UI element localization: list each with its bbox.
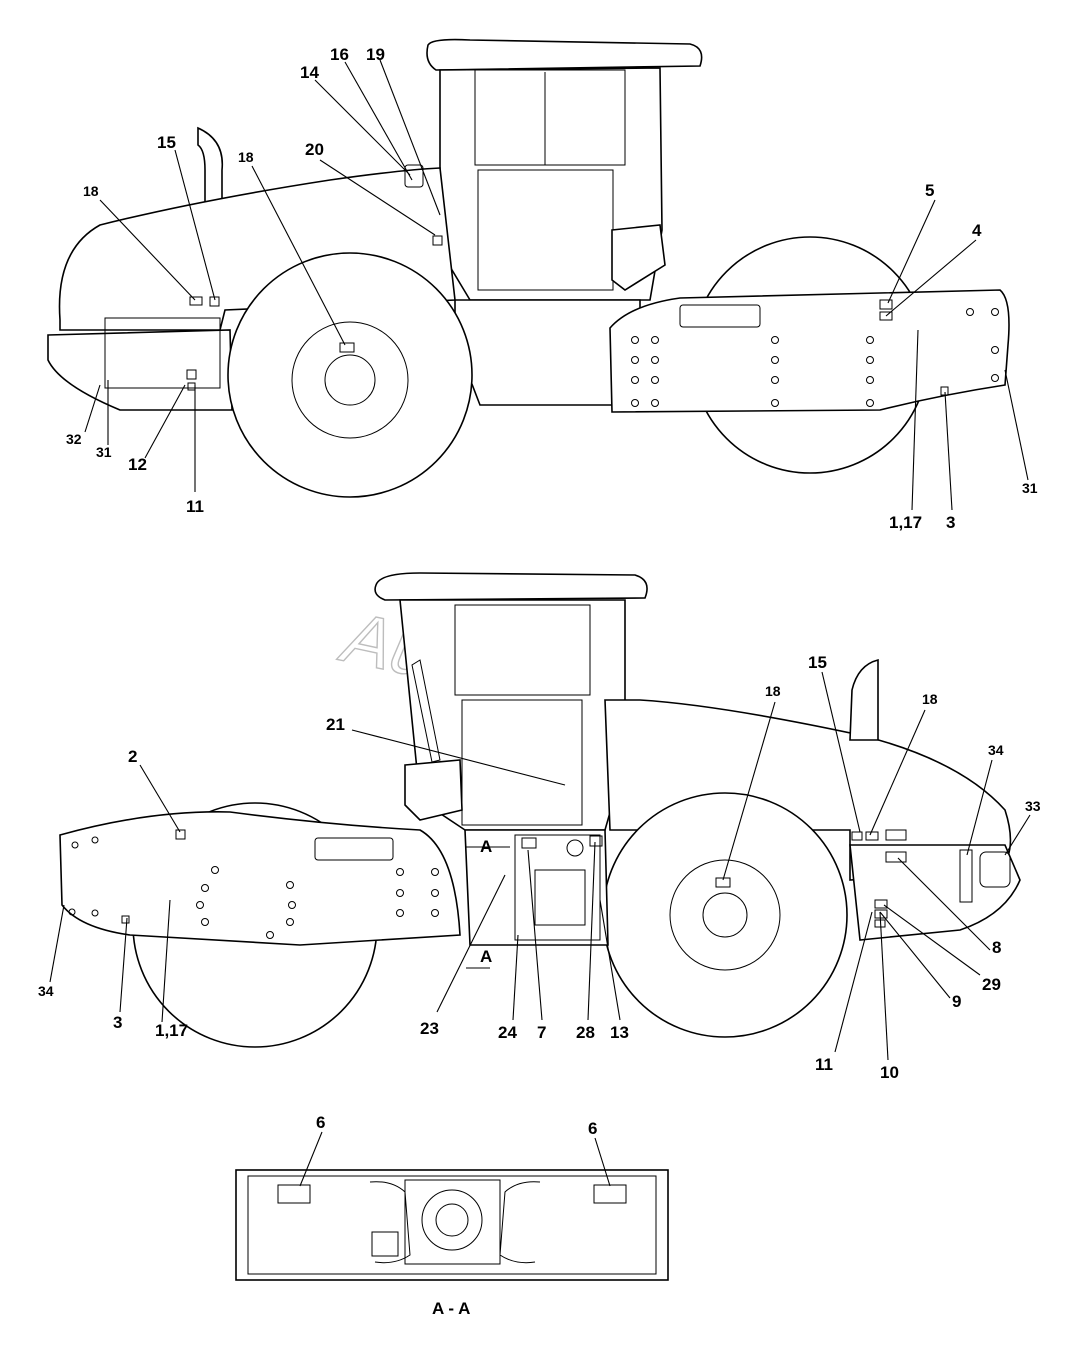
decal-left — [277, 1184, 311, 1204]
frame-bolt-pattern — [68, 836, 439, 939]
cab-upper-window — [454, 604, 591, 696]
callout-29: 29 — [982, 975, 1001, 994]
callout-11: 11 — [815, 1055, 833, 1074]
center-mount — [404, 1179, 501, 1265]
callout-8: 8 — [992, 938, 1001, 957]
callout-7: 7 — [537, 1023, 546, 1042]
callout-20: 20 — [305, 140, 324, 159]
callout-31: 31 — [96, 444, 112, 460]
small-block — [371, 1231, 399, 1257]
rear-frame — [849, 844, 1021, 941]
center-flange — [421, 1189, 483, 1251]
exhaust-stack — [849, 658, 879, 741]
callout-3: 3 — [946, 513, 955, 532]
cab-door-window — [461, 699, 583, 826]
callout-28: 28 — [576, 1023, 595, 1042]
left-bracket — [369, 1181, 411, 1264]
cab-side-box — [404, 759, 463, 821]
step-panel — [514, 834, 601, 941]
callout-32: 32 — [66, 431, 82, 447]
section-a-a-view — [235, 1131, 669, 1281]
callout-9: 9 — [952, 992, 961, 1011]
rear-wheel-hub — [702, 892, 748, 938]
right-bracket — [499, 1181, 541, 1264]
rear-light — [979, 851, 1011, 888]
callout-34: 34 — [38, 983, 54, 999]
cab-mirror — [411, 659, 441, 763]
center-bore — [435, 1203, 469, 1237]
callout-3: 3 — [113, 1013, 122, 1032]
callout-15: 15 — [157, 133, 176, 152]
callout-6: 6 — [588, 1119, 597, 1138]
rear-wheel-rim — [669, 859, 781, 971]
cab-roof — [374, 572, 648, 601]
callout-23: 23 — [420, 1019, 439, 1038]
cab-side-box — [611, 224, 666, 291]
section-marker-lower: A — [480, 947, 492, 966]
rear-wheel-rim — [291, 321, 409, 439]
callout-10: 10 — [880, 1063, 899, 1082]
callout-16: 16 — [330, 45, 349, 64]
callout-12: 12 — [128, 455, 147, 474]
drum-frame — [609, 289, 1010, 413]
section-callouts: 6 6 A - A — [316, 1113, 597, 1318]
section-frame-inner — [247, 1175, 657, 1275]
callout-19: 19 — [366, 45, 385, 64]
callout-24: 24 — [498, 1023, 517, 1042]
step-opening — [534, 869, 586, 926]
frame-bolt-pattern — [631, 308, 999, 407]
callout-13: 13 — [610, 1023, 629, 1042]
top-callouts: 16 19 14 15 18 20 18 5 4 32 31 12 11 31 … — [66, 45, 1038, 532]
callout-18: 18 — [765, 683, 781, 699]
callout-18: 18 — [83, 183, 99, 199]
frame-nameplate — [314, 837, 394, 861]
callout-18: 18 — [922, 691, 938, 707]
callout-31: 31 — [1022, 480, 1038, 496]
section-marker-upper: A — [480, 837, 492, 856]
callout-1-17: 1,17 — [155, 1021, 188, 1040]
exhaust-stack — [197, 126, 224, 206]
section-title: A - A — [432, 1299, 470, 1318]
frame-nameplate — [679, 304, 761, 328]
callout-21: 21 — [326, 715, 345, 734]
callout-14: 14 — [300, 63, 319, 82]
callout-18: 18 — [238, 149, 254, 165]
callout-1-17: 1,17 — [889, 513, 922, 532]
bottom-leader-lines — [49, 671, 1031, 1061]
callout-5: 5 — [925, 181, 934, 200]
cab-roof — [426, 38, 703, 71]
rear-frame — [47, 329, 233, 411]
drum-frame — [59, 811, 461, 946]
rear-tire — [602, 792, 848, 1038]
top-leader-lines — [84, 59, 1029, 511]
callout-15: 15 — [808, 653, 827, 672]
callout-33: 33 — [1025, 798, 1041, 814]
rear-wheel-hub — [324, 354, 376, 406]
callout-2: 2 — [128, 747, 137, 766]
rear-hazard-strip — [959, 849, 973, 903]
rear-tire — [227, 252, 473, 498]
roller-left-side-view — [47, 38, 1029, 511]
callout-4: 4 — [972, 221, 982, 240]
rear-panel — [104, 317, 221, 389]
callout-11: 11 — [186, 497, 204, 516]
section-frame-outer — [235, 1169, 669, 1281]
roller-right-side-view — [49, 572, 1031, 1061]
callout-6: 6 — [316, 1113, 325, 1132]
callout-34: 34 — [988, 742, 1004, 758]
bottom-callouts: 15 18 18 34 33 21 2 8 29 9 34 3 1,17 23 … — [38, 653, 1041, 1082]
cab-upper-window — [474, 69, 626, 166]
fuel-cap — [566, 839, 584, 857]
